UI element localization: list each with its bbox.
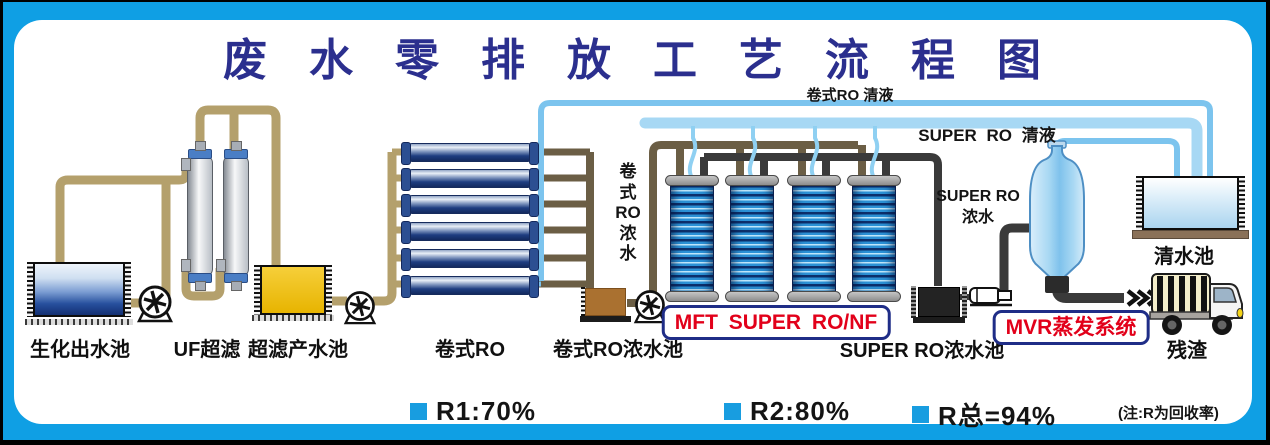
super-ro-column-body xyxy=(730,184,774,293)
pump-icon xyxy=(343,291,377,325)
tank-coil xyxy=(326,265,332,315)
pipes-feed-tan xyxy=(55,105,404,308)
tank-coil xyxy=(581,287,585,317)
spiral-ro-vessel xyxy=(401,248,539,271)
permeate-wavy-lines xyxy=(687,126,880,179)
tank-base xyxy=(252,315,334,321)
label-spiral-ro: 卷式RO xyxy=(435,339,505,361)
label-uf: UF超滤 xyxy=(173,339,241,361)
tank-base xyxy=(913,317,965,323)
legend-label: R2:80% xyxy=(750,396,850,426)
super-ro-column-base xyxy=(847,291,901,302)
label-spiral-ro-permeate: 卷式RO 清液 xyxy=(806,87,894,104)
super-ro-column-cap xyxy=(725,175,779,186)
label-super-ro-conc-pool: SUPER RO浓水池 xyxy=(839,340,1005,362)
super-ro-column xyxy=(725,175,779,302)
tank-coil xyxy=(27,262,33,317)
super-ro-column-body xyxy=(792,184,836,293)
tank-coil xyxy=(962,286,967,318)
pump-icon xyxy=(633,290,667,324)
mvr-outlet-collar xyxy=(1045,276,1069,293)
bio-effluent-tank xyxy=(27,262,131,317)
spiral-ro-vessel xyxy=(401,221,539,244)
label-mft-super-ro-nf: MFT SUPER RO/NF xyxy=(661,305,891,340)
super-ro-column-base xyxy=(787,291,841,302)
uf-side-port xyxy=(216,259,226,272)
super-ro-column xyxy=(787,175,841,302)
label-super-ro-concentrate: SUPER RO 浓水 xyxy=(936,188,1020,226)
page-title: 废水零排放工艺流程图 xyxy=(223,36,1083,85)
mvr-evaporator-vessel xyxy=(1029,140,1085,293)
label-clean-water-pool: 清水池 xyxy=(1154,246,1214,268)
legend-label: R1:70% xyxy=(436,396,536,426)
uf-side-port xyxy=(181,158,191,171)
label-bio-pool: 生化出水池 xyxy=(30,339,130,361)
tank-base xyxy=(580,316,631,322)
tank-base xyxy=(1132,230,1249,239)
uf-membrane-column xyxy=(223,141,249,291)
tank-coil xyxy=(254,265,260,315)
super-ro-column xyxy=(847,175,901,302)
super-ro-concentrate-tank xyxy=(911,286,967,318)
pipes-concentrate-olive xyxy=(534,141,866,307)
label-residue: 残渣 xyxy=(1167,340,1207,362)
uf-cap-nipple xyxy=(195,281,206,291)
horizontal-pump-icon xyxy=(969,287,1012,307)
uf-cap-nipple xyxy=(231,141,242,151)
spiral-ro-concentrate-tank xyxy=(581,287,626,317)
legend-item-r2: R2:80% xyxy=(724,396,850,427)
uf-side-port xyxy=(181,259,191,272)
super-ro-column-base xyxy=(665,291,719,302)
spiral-ro-vessel xyxy=(401,275,539,298)
tank-coil xyxy=(1136,176,1142,230)
legend-note: (注:R为回收率) xyxy=(1118,405,1219,422)
label-super-ro-permeate: SUPER RO 清液 xyxy=(918,126,1056,145)
truck-icon xyxy=(1149,273,1244,335)
uf-membrane-column xyxy=(187,141,213,291)
super-ro-column-cap xyxy=(847,175,901,186)
legend-label: R总=94% xyxy=(938,401,1056,431)
super-ro-column-cap xyxy=(787,175,841,186)
label-spiral-ro-conc-pool: 卷式RO浓水池 xyxy=(553,339,683,361)
legend-item-rtotal: R总=94% xyxy=(912,396,1056,433)
spiral-ro-vessel xyxy=(401,142,539,165)
legend-item-r1: R1:70% xyxy=(410,396,536,427)
label-uf-product-pool: 超滤产水池 xyxy=(248,339,348,361)
legend-square-icon xyxy=(724,403,741,420)
tank-coil xyxy=(125,262,131,317)
spiral-ro-vessel xyxy=(401,168,539,191)
tank-coil xyxy=(1239,176,1245,230)
tank-base xyxy=(25,319,133,325)
uf-cap-nipple xyxy=(195,141,206,151)
pump-icon xyxy=(136,285,174,323)
super-ro-column-body xyxy=(670,184,714,293)
super-ro-column xyxy=(665,175,719,302)
label-mvr-system: MVR蒸发系统 xyxy=(992,310,1150,345)
label-spiral-ro-concentrate: 卷 式 RO 浓 水 xyxy=(615,162,641,263)
spiral-ro-vessel xyxy=(401,194,539,217)
clean-water-tank xyxy=(1136,176,1245,230)
super-ro-column-base xyxy=(725,291,779,302)
legend-square-icon xyxy=(410,403,427,420)
super-ro-column-body xyxy=(852,184,896,293)
tank-coil xyxy=(911,286,916,318)
super-ro-column-cap xyxy=(665,175,719,186)
uf-cap-nipple xyxy=(231,281,242,291)
legend-square-icon xyxy=(912,406,929,423)
uf-product-tank xyxy=(254,265,332,315)
